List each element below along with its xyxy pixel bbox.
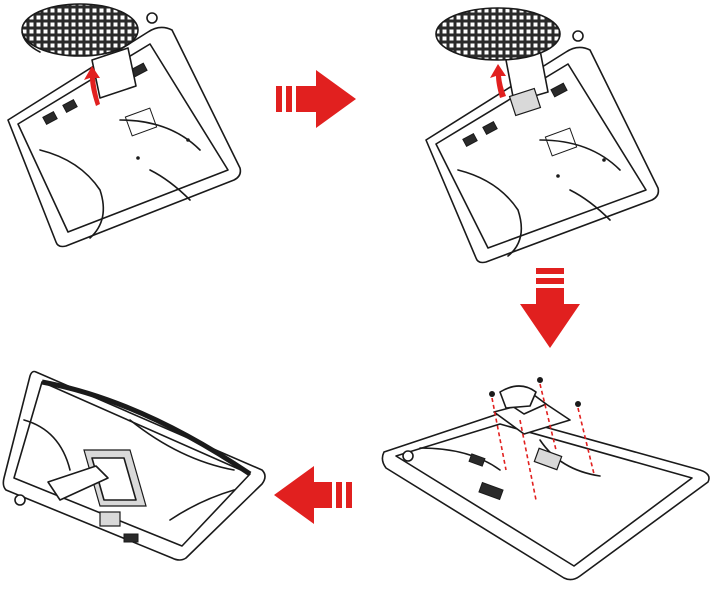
arrow-down: [520, 268, 580, 348]
step-2-lift-arrow: [490, 64, 506, 98]
arrow-right: [276, 70, 356, 128]
arrow-left: [274, 466, 352, 524]
step-4-monitor-neck-removed: [3, 372, 265, 561]
step-1-monitor-with-base: [8, 4, 240, 247]
step-2-monitor-base-release: [426, 8, 658, 263]
